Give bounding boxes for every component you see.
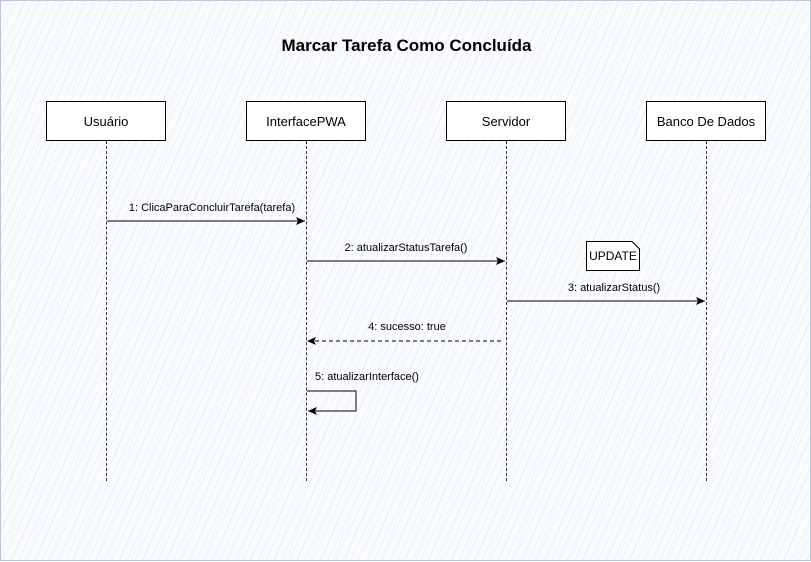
participant-usuario: Usuário [46,101,166,141]
lifeline-interface-pwa [306,141,307,481]
diagram-title: Marcar Tarefa Como Concluída [281,36,532,55]
message-3-label: 3: atualizarStatus() [567,282,661,294]
lifeline-servidor [506,141,507,481]
message-1-label: 1: ClicaParaConcluirTarefa(tarefa) [128,202,296,214]
update-note: UPDATE [586,241,640,271]
message-5-label: 5: atualizarInterface() [315,371,419,383]
update-note-text: UPDATE [589,249,637,263]
participant-servidor: Servidor [446,101,566,141]
lifeline-banco-de-dados [706,141,707,481]
message-5-arrow [307,390,357,415]
participant-interface-pwa: InterfacePWA [246,101,366,141]
note-fold-corner [632,241,640,249]
message-4-label: 4: sucesso: true [368,321,446,333]
participant-banco-de-dados: Banco De Dados [646,101,766,141]
lifeline-usuario [106,141,107,481]
message-2-label: 2: atualizarStatusTarefa() [344,242,468,254]
